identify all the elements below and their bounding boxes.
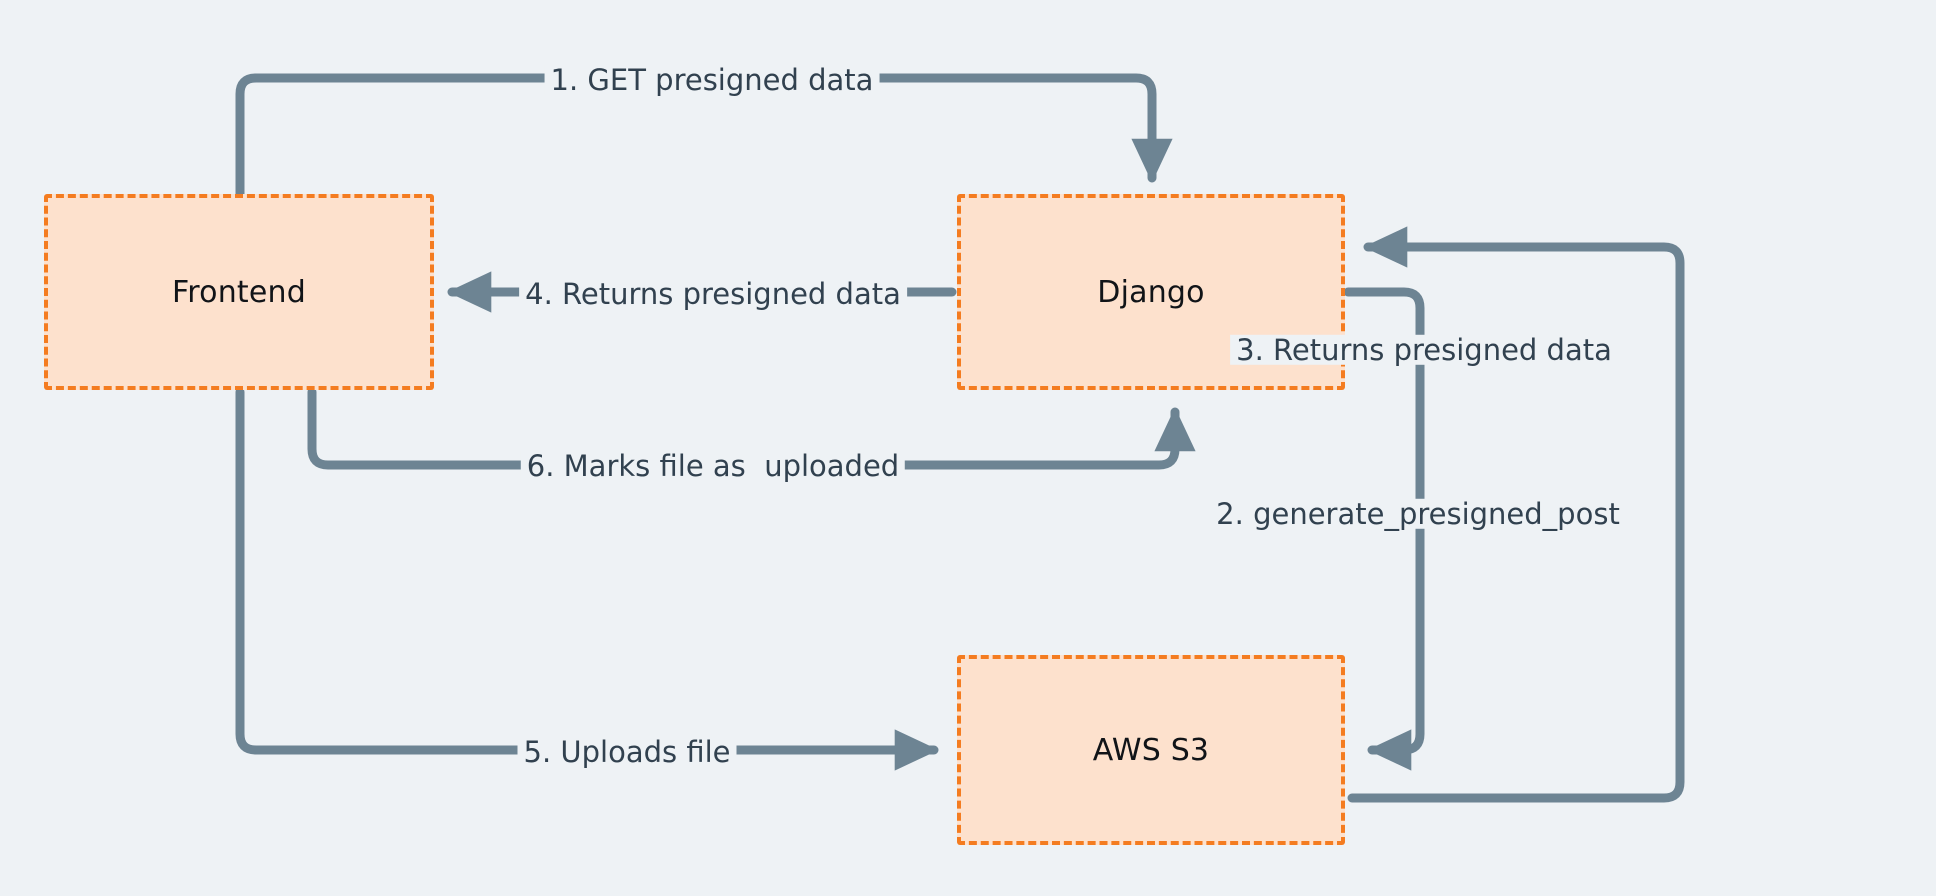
node-frontend[interactable]: Frontend [44,194,434,390]
edge-4-label: 4. Returns presigned data [519,278,907,309]
edge-3-label: 3. Returns presigned data [1230,334,1618,365]
node-aws-s3[interactable]: AWS S3 [957,655,1345,845]
node-frontend-label: Frontend [172,274,306,310]
edge-2-label: 2. generate_presigned_post [1210,498,1626,529]
edge-1-label: 1. GET presigned data [544,64,880,95]
edge-5-label: 5. Uploads file [517,736,737,767]
node-aws-s3-label: AWS S3 [1092,732,1210,768]
edge-5-path [235,387,939,771]
edge-3-path [1347,226,1685,803]
node-django-label: Django [1097,274,1205,310]
edge-6-label: 6. Marks file as uploaded [520,450,906,481]
